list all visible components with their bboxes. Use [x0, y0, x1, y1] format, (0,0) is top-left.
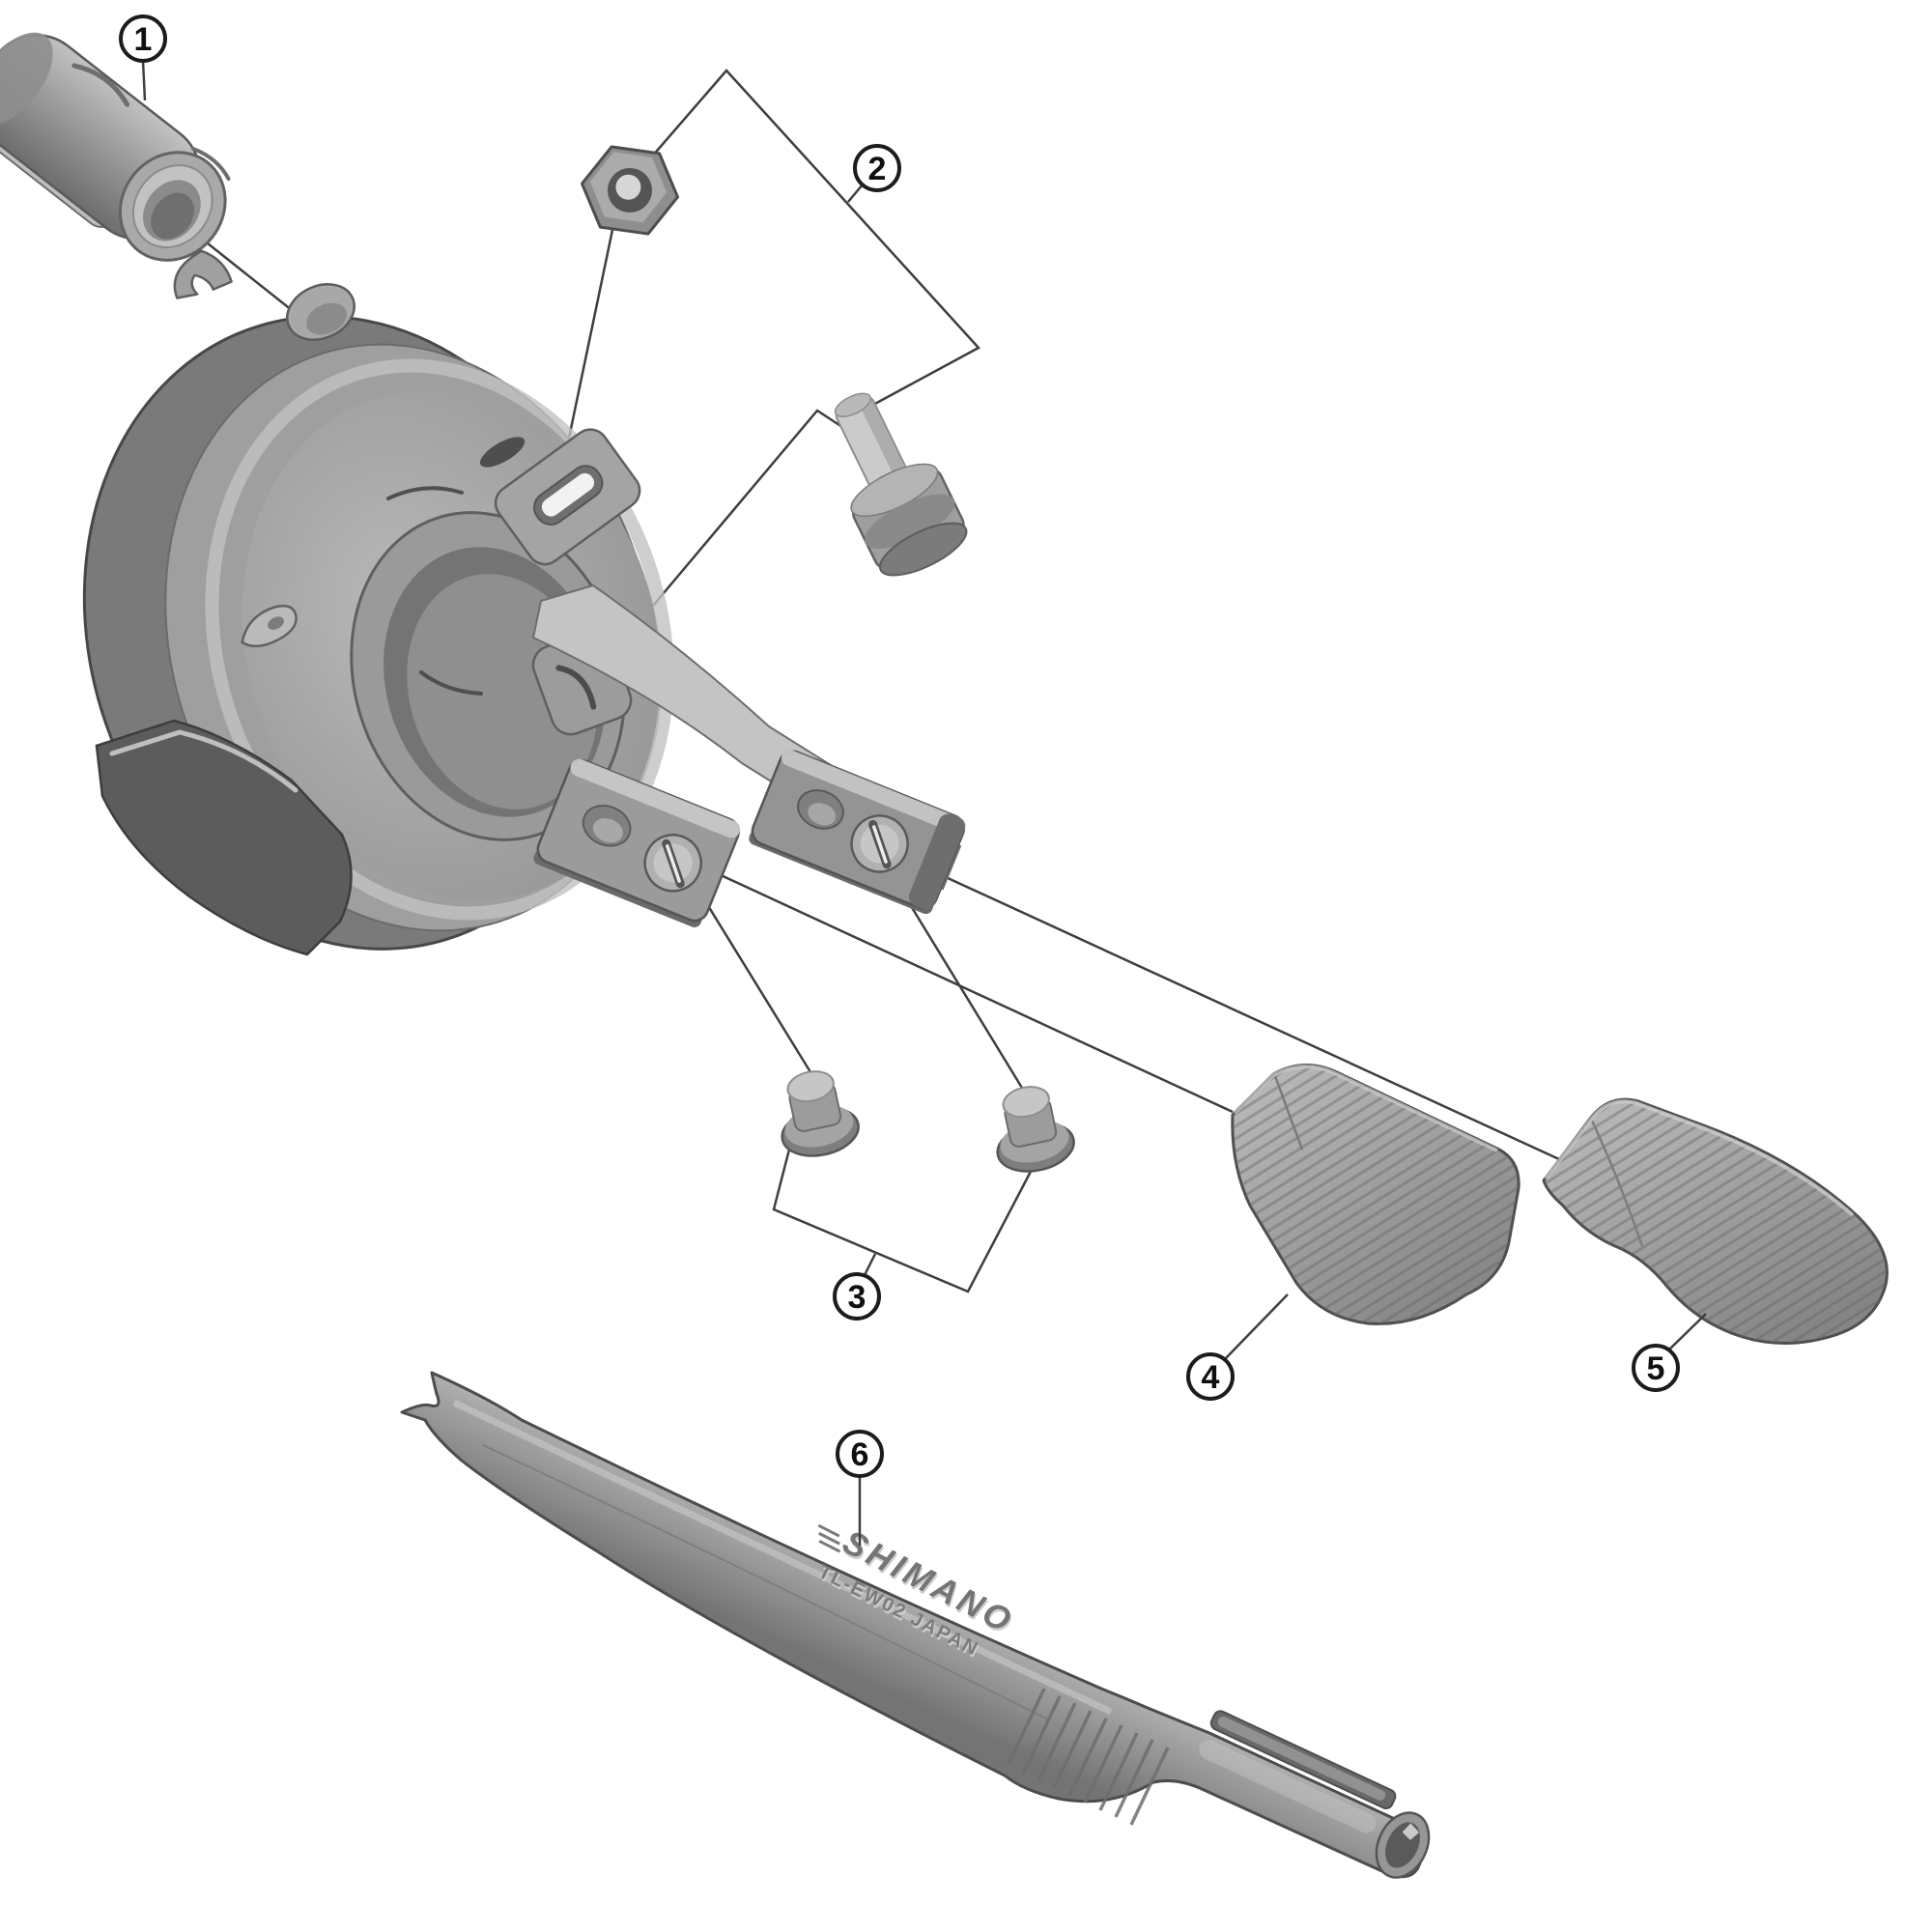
- callout-3-stub: [863, 1253, 877, 1276]
- callout-3-number: 3: [848, 1279, 867, 1316]
- lever4-crease: [1273, 1075, 1304, 1151]
- plate-left-screw: [643, 834, 702, 893]
- callout-1-number: 1: [134, 21, 153, 58]
- callout-5-stub: [1667, 1313, 1707, 1351]
- callout-3: 3: [833, 1272, 881, 1321]
- callout-5-number: 5: [1647, 1350, 1665, 1387]
- tool-edge-ridge: [482, 1444, 1049, 1720]
- callout-6: 6: [836, 1430, 884, 1478]
- shimano-stripes-icon: [817, 1523, 841, 1553]
- callout-2: 2: [853, 144, 901, 192]
- callout-2-number: 2: [868, 151, 887, 187]
- band-plate-left: [533, 758, 741, 927]
- bolt-tip: [834, 392, 872, 418]
- callout-stubs: [141, 60, 1707, 1546]
- body-slit-inner: [419, 670, 483, 696]
- body-shifter-unit: [82, 283, 966, 956]
- callout-4: 4: [1186, 1352, 1235, 1401]
- leader-part1-to-body: [202, 239, 298, 315]
- part-2-nut: [580, 145, 680, 236]
- callout-4-stub: [1223, 1293, 1289, 1361]
- lever5-crease: [1590, 1120, 1644, 1247]
- leader-plate-end-to-lever5: [922, 865, 1560, 1161]
- body-top-nub-shade: [305, 302, 348, 335]
- callout-2-stub: [847, 184, 864, 203]
- leader-plate1-to-lever4: [678, 854, 1234, 1114]
- body-face-light-ring: [205, 358, 674, 921]
- tool-grip-serrations: [1006, 1688, 1170, 1826]
- lever4-top-highlight: [1233, 1064, 1498, 1152]
- lever4-ribs: [1232, 1065, 1520, 1324]
- body-boss-slot: [479, 437, 526, 468]
- callout-5: 5: [1632, 1344, 1680, 1392]
- body-slit-top: [386, 486, 464, 500]
- part-3-screw-left: [781, 1070, 860, 1157]
- grommet-hole-shadow: [151, 192, 195, 240]
- part-1-grommet: [0, 32, 233, 299]
- band-plate-right: [749, 749, 966, 915]
- part-4-shift-lever: [1231, 1063, 1520, 1325]
- grommet-seam: [71, 63, 130, 107]
- bracket-part3: [772, 1145, 1037, 1293]
- tool-socket-end: [1375, 1811, 1431, 1879]
- plate-right-screw: [850, 814, 909, 873]
- part-2-bolt: [834, 392, 968, 577]
- callout-4-number: 4: [1202, 1359, 1220, 1396]
- part-3-screw-right: [996, 1086, 1075, 1173]
- lever5-ribs: [1544, 1099, 1888, 1344]
- bracket-part2: [644, 69, 980, 413]
- part-5-shift-lever: [1542, 1097, 1889, 1345]
- lever5-top-highlight: [1544, 1099, 1855, 1217]
- callout-1-stub: [141, 60, 147, 101]
- body-clamp-wedge: [95, 719, 353, 956]
- grommet-seam-2: [190, 146, 231, 182]
- part-6-tl-ew02-tool: SHIMANO SHIMANO TL-EW02 JAPAN TL-EW02 JA…: [400, 1371, 1431, 1879]
- tool-socket-slot: [1199, 1710, 1397, 1833]
- body-bump-upper: [241, 604, 298, 648]
- callout-1: 1: [119, 14, 167, 63]
- callout-6-number: 6: [851, 1436, 869, 1473]
- body-mount-tab-upper: [494, 428, 641, 566]
- body-clamp-highlight: [109, 729, 298, 793]
- grommet-claw: [173, 249, 233, 299]
- grommet-back-cap: [0, 32, 53, 126]
- tool-spine-highlight: [452, 1399, 1113, 1716]
- plate-right-end-tip: [908, 813, 966, 910]
